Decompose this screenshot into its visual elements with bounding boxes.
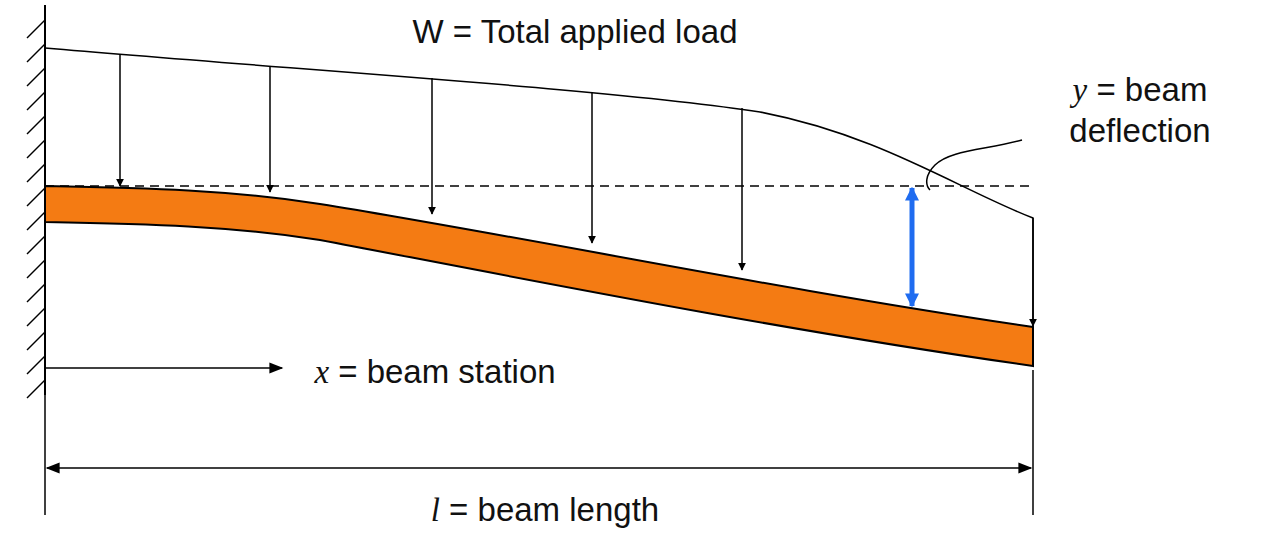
load-label: W = Total applied load <box>412 12 737 52</box>
undeflected-line <box>45 185 1033 187</box>
fixed-wall <box>27 5 45 398</box>
load-distribution <box>45 48 1033 328</box>
load-arrows <box>120 55 1033 326</box>
deflection-label: y = beam deflection <box>1038 70 1243 150</box>
length-label: l = beam length <box>425 490 665 531</box>
deflection-arrow <box>910 188 915 306</box>
station-label: x = beam station <box>314 352 555 393</box>
station-arrow <box>45 367 282 369</box>
leader-line <box>927 140 1022 190</box>
beam <box>45 186 1033 366</box>
